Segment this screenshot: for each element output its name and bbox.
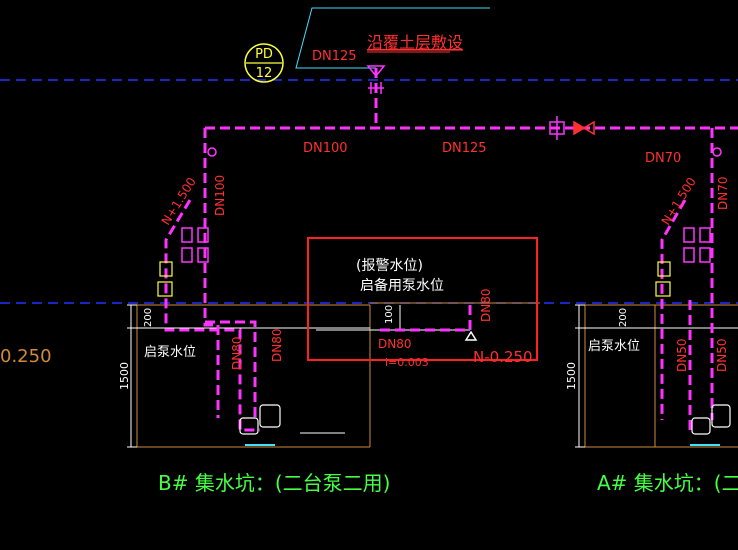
a-offset-label: 200: [618, 308, 629, 327]
b-offset-label: 200: [143, 308, 154, 327]
b-start-level-label: 启泵水位: [144, 345, 196, 360]
b-valve-3: [181, 247, 193, 263]
a-pit-title: A# 集水坑：(二台: [597, 471, 738, 495]
callout-alarm-label: (报警水位): [356, 258, 423, 274]
b-riser-gauge: [207, 147, 217, 157]
left-level-label: 0.250: [0, 346, 52, 367]
a-valve-4: [699, 247, 711, 263]
a-start-level-label: 启泵水位: [588, 339, 640, 354]
pd-tag-bottom-text: 12: [256, 66, 273, 81]
pumps: [239, 404, 731, 435]
a-branch1-size-label: DN50: [675, 339, 689, 373]
pipes: [164, 68, 738, 432]
a-valve-2: [699, 227, 711, 243]
b-branch-pipe: [205, 320, 257, 420]
a-depth-label: 1500: [565, 362, 578, 390]
header-right-size-label: DN70: [645, 151, 681, 166]
b-slope-pipe: [164, 199, 260, 432]
b-branch2-size-label: DN80: [270, 329, 284, 363]
a-slope-pipe: [660, 199, 687, 420]
a-valve-1: [683, 227, 695, 243]
pd-tag-circle: [244, 43, 284, 83]
a-valve-3: [683, 247, 695, 263]
a-slope-elev-label: N+1.500: [659, 175, 699, 228]
pd-tag-top-text: PD: [255, 47, 273, 62]
b-pit-title: B# 集水坑：(二台泵二用): [158, 471, 390, 495]
b-pump-2: [239, 417, 259, 435]
pit-outlines: [136, 302, 738, 448]
header-check-valve: [573, 120, 586, 136]
fittings: [181, 65, 722, 341]
b-riser-size-label: DN100: [213, 175, 227, 216]
a-float-switch-2: [655, 281, 671, 297]
a-riser-size-label: DN70: [716, 177, 730, 211]
pd-tag: PD 12: [244, 43, 284, 83]
main-riser-size-label: DN125: [312, 49, 357, 64]
float-switches: [157, 261, 671, 297]
b-branch1-size-label: DN80: [230, 337, 244, 371]
b-valve-2: [197, 227, 209, 243]
a-branch2-size-label: DN50: [715, 339, 729, 373]
callout-drain-pipe: [380, 300, 472, 332]
riser-check-valve: [366, 65, 386, 78]
axis-lines: [0, 79, 738, 304]
a-pump-1: [711, 404, 731, 428]
lay-note-label: 沿覆土层敷设: [367, 33, 463, 52]
callout-elev-label: N-0.250: [473, 348, 533, 366]
b-pump-1: [259, 404, 281, 428]
callout-standby-label: 启备用泵水位: [360, 277, 444, 294]
a-float-switch-1: [657, 261, 671, 277]
b-valve-4: [197, 247, 209, 263]
callout-pipe-size-label: DN80: [378, 337, 412, 351]
header-left-size-label: DN100: [303, 141, 348, 156]
header-check-valve-2: [582, 120, 595, 136]
callout-slope-label: i=0.003: [385, 356, 429, 369]
callout-drain-size-label: DN80: [479, 289, 493, 323]
b-float-switch-2: [157, 281, 173, 297]
callout-offset-label: 100: [384, 305, 395, 324]
a-riser-gauge: [712, 147, 722, 157]
b-depth-label: 1500: [118, 362, 131, 390]
leader-line: [295, 7, 490, 69]
level-lines: [127, 304, 738, 448]
callout-highlight-box[interactable]: [307, 237, 538, 361]
b-riser-pipe: [203, 128, 215, 327]
a-pump-2: [691, 417, 711, 435]
header-mid-size-label: DN125: [442, 141, 487, 156]
b-valve-1: [181, 227, 193, 243]
callout-level-triangle: [464, 330, 478, 341]
b-float-switch-1: [159, 261, 173, 277]
